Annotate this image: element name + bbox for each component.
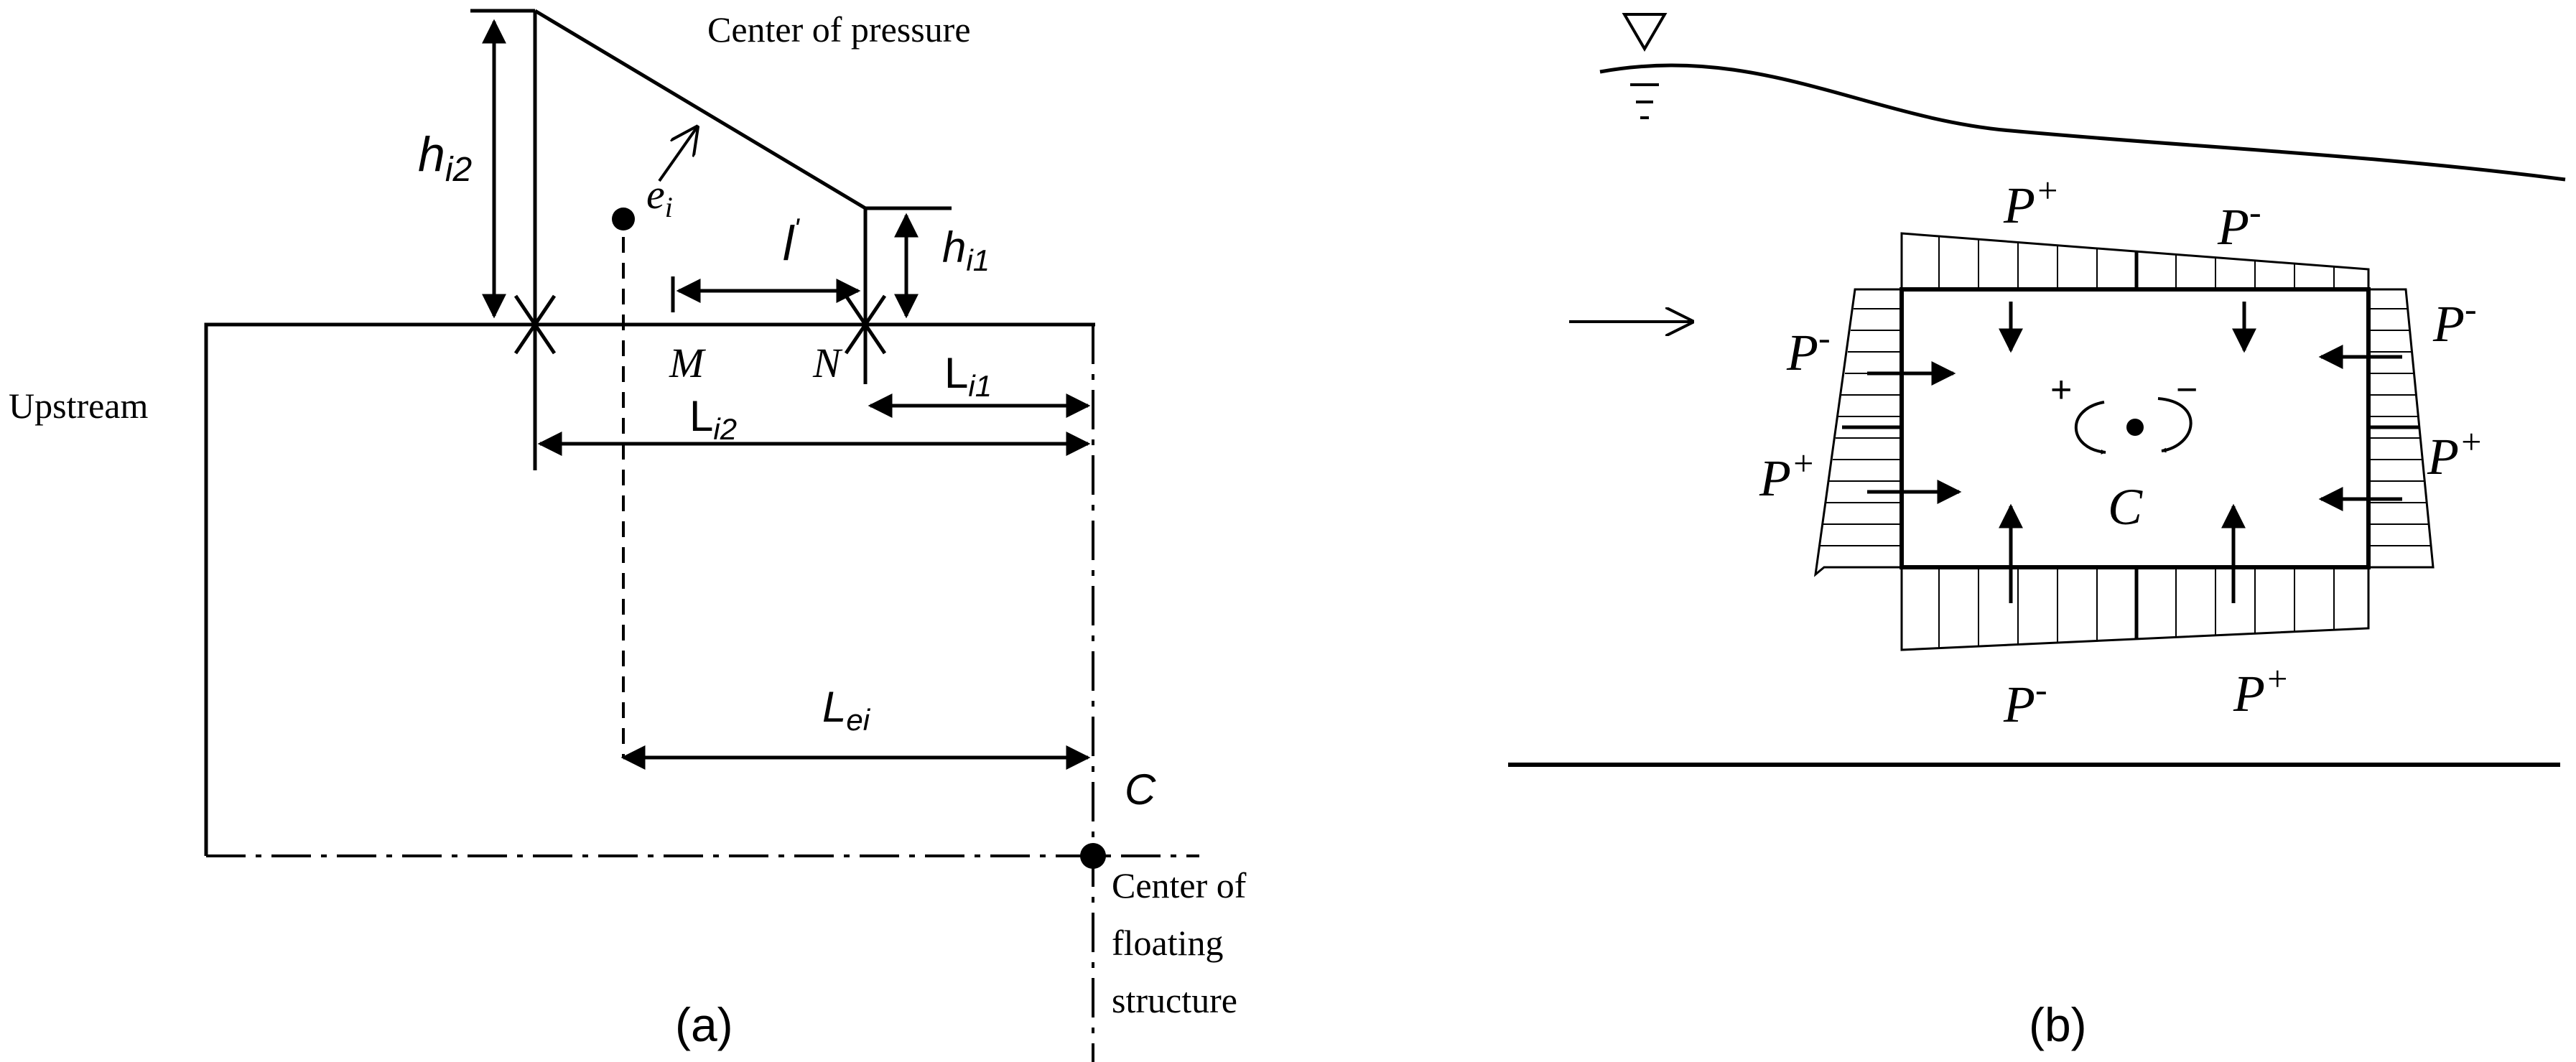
floating-structure <box>1900 287 2371 569</box>
label-bottom-right-p: P+ <box>2233 658 2289 722</box>
label-top-right-p: P- <box>2217 192 2261 256</box>
center-of-pressure-dot <box>612 208 635 230</box>
water-surface <box>1599 63 2566 182</box>
n-label: N <box>812 340 843 386</box>
panel-b: P+ P- P- P+ P- P+ P- P+ + − C (b) <box>1508 13 2566 1051</box>
label-right-upper-p: P- <box>2432 289 2477 353</box>
label-left-upper-p: P- <box>1786 317 1831 381</box>
h-i2-label: hi2 <box>418 127 472 189</box>
x-mark-right <box>844 294 887 355</box>
l-i1-label: Li1 <box>944 349 992 403</box>
l-ei-label: Lei <box>822 683 871 737</box>
pressure-top-hatch <box>1938 236 2335 289</box>
floating-center-dot <box>1080 843 1106 869</box>
moment-plus-label: + <box>2050 369 2072 411</box>
structure-outline <box>204 322 1095 856</box>
label-top-left-p: P+ <box>2003 170 2060 234</box>
moment-arrow-negative <box>2157 397 2193 453</box>
pressure-right-hatch <box>2368 308 2432 546</box>
pressure-bottom-hatch <box>1938 567 2335 648</box>
caption-a: (a) <box>675 998 733 1051</box>
pressure-left-hatch <box>1821 308 1902 546</box>
c-label-b: C <box>2108 478 2143 536</box>
label-right-lower-p: P+ <box>2427 421 2483 485</box>
l-i2-label: Li2 <box>689 392 737 446</box>
panel-a: Center of pressure hi2 hi1 ei l' M N Ups… <box>9 9 1247 1062</box>
label-bottom-left-p: P- <box>2003 669 2047 733</box>
floating-center-label-1: Center of <box>1112 865 1247 905</box>
moment-minus-label: − <box>2176 369 2198 411</box>
pressure-left <box>1813 288 1902 577</box>
floating-center-label-2: floating <box>1112 923 1224 963</box>
center-of-pressure-label: Center of pressure <box>707 9 971 50</box>
e-i-arrow <box>658 128 697 182</box>
moment-arrow-positive <box>2074 401 2106 455</box>
h-i1-label: hi1 <box>942 223 990 277</box>
pressure-slope <box>534 9 867 210</box>
label-left-lower-p: P+ <box>1759 443 1815 507</box>
floating-center-label-3: structure <box>1112 980 1237 1020</box>
upstream-label: Upstream <box>9 386 148 426</box>
c-label-a: C <box>1125 765 1156 814</box>
caption-b: (b) <box>2029 998 2087 1051</box>
center-c-dot <box>2126 419 2144 436</box>
e-i-label: ei <box>646 171 673 223</box>
water-level-triangle <box>1622 13 1668 52</box>
x-mark-left <box>513 294 557 355</box>
l-prime-label: l' <box>783 213 800 271</box>
m-label: M <box>669 340 706 386</box>
